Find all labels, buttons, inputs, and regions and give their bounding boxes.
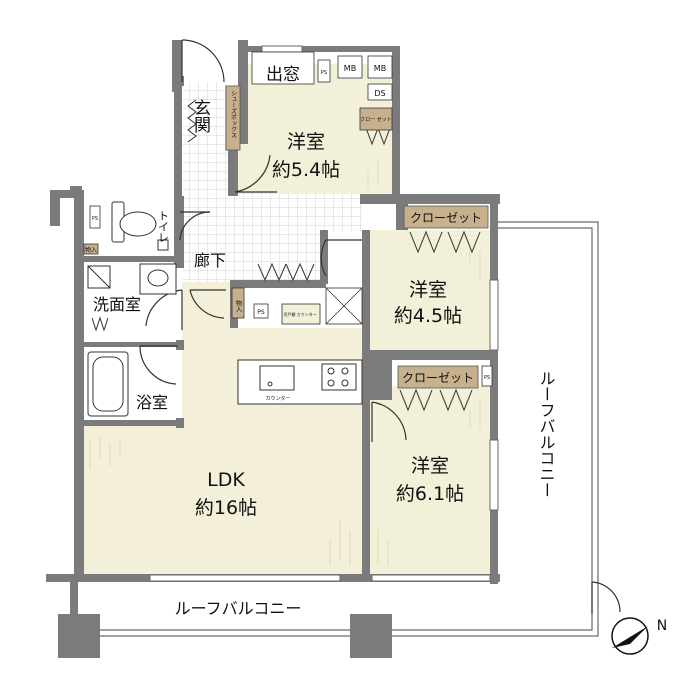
closet-label-bg-45 <box>403 205 489 229</box>
closet-small-label: クロー ゼット <box>360 116 392 123</box>
windows <box>149 45 499 582</box>
ps-label-1: PS <box>321 70 327 76</box>
pantry <box>281 287 363 325</box>
closet-label-61: クローゼット <box>402 371 474 385</box>
doors <box>139 39 621 614</box>
closet-doors <box>91 99 481 412</box>
ps-label-4: PS <box>484 375 490 381</box>
roof-balcony-label-bottom: ルーフバルコニー <box>175 599 302 618</box>
room-ldk-name: LDK <box>207 469 245 491</box>
hallway-label: 廊下 <box>194 251 226 270</box>
counter-label: カウンター <box>265 395 290 402</box>
bath-label: 浴室 <box>136 393 168 412</box>
pantry-counter-label: 吊戸棚 カウンター <box>283 311 316 317</box>
entrance-label: 玄関 <box>190 99 210 133</box>
room-western-61-name: 洋室 <box>411 455 449 477</box>
room-western-54-size: 約5.4帖 <box>272 159 340 181</box>
compass-north-icon: N <box>611 617 667 655</box>
room-western-45-size: 約4.5帖 <box>394 305 462 327</box>
mb-label-1: MB <box>344 64 356 73</box>
ldk-floor-grain <box>89 160 481 566</box>
room-western-54-name: 洋室 <box>287 131 325 153</box>
room-western-61-floor <box>362 386 494 574</box>
room-western-54-floor <box>235 64 392 196</box>
room-ldk-floor <box>82 282 370 574</box>
svg-text:N: N <box>657 618 667 634</box>
storage-label-1: 物入 <box>85 246 97 254</box>
washroom-fixtures <box>87 263 177 295</box>
room-ldk-size: 約16帖 <box>195 497 257 519</box>
bay-window-label: 出窓 <box>266 65 300 85</box>
toilet-label: トイレ <box>157 210 170 243</box>
roof-balcony-outline <box>85 221 599 637</box>
ds-label: DS <box>374 89 385 98</box>
washroom-label: 洗面室 <box>93 295 141 314</box>
mb-label-2: MB <box>374 64 386 73</box>
toilet-fixture <box>111 201 169 251</box>
shoe-box-label: シューズボックス <box>230 90 237 138</box>
room-western-45-floor <box>362 230 494 352</box>
shoe-box <box>225 85 241 151</box>
ps-label-3: PS <box>257 309 265 316</box>
closet-label-bg-61 <box>397 365 479 389</box>
room-western-45-name: 洋室 <box>409 279 447 301</box>
bathtub <box>87 351 129 417</box>
kitchen-counter <box>237 359 363 405</box>
room-western-61-size: 約6.1帖 <box>396 483 464 505</box>
hallway-floor <box>180 82 362 282</box>
storage-label-2: 物入 <box>235 299 242 312</box>
ps-label-2: PS <box>92 216 98 222</box>
closet-label-45: クローゼット <box>410 211 482 225</box>
utility-boxes <box>83 51 493 387</box>
roof-balcony-label-right: ルーフバルコニー <box>537 370 556 498</box>
